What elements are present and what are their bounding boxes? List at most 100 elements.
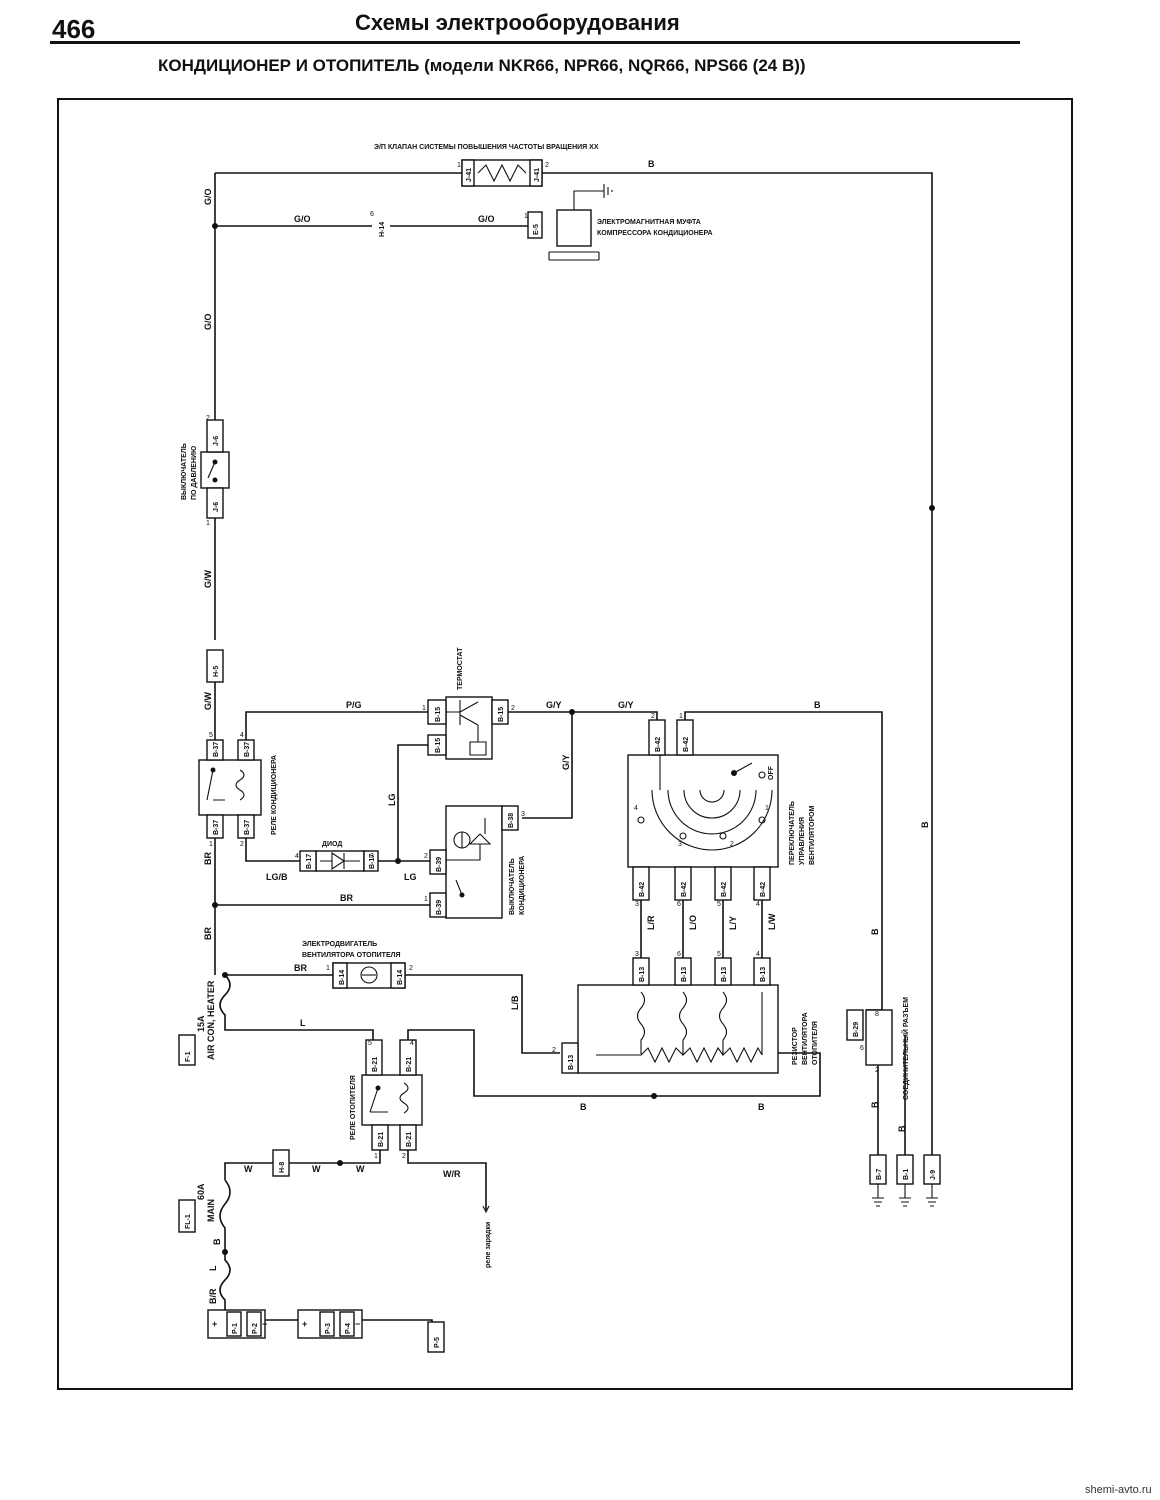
wire-ly: L/Y <box>728 916 738 930</box>
conn-e5: E-5 <box>533 224 540 235</box>
resistor-label-3: ОТОПИТЕЛЯ <box>812 1021 819 1065</box>
resistor-label-2: ВЕНТИЛЯТОРА <box>802 1012 809 1065</box>
conn-b13-c: B-13 <box>721 967 728 982</box>
wire-br-3: BR <box>203 927 213 940</box>
wire-b-5: B <box>580 1102 587 1112</box>
fan-switch-label-1: ПЕРЕКЛЮЧАТЕЛЬ <box>789 801 796 865</box>
charge-relay: реле зарядки <box>482 1205 492 1268</box>
wire-lo: L/O <box>688 915 698 930</box>
fuse-15a: 15A AIR CON, HEATER <box>178 980 216 1066</box>
conn-b42-d: B-42 <box>681 882 688 897</box>
header-rule <box>50 41 1020 44</box>
conn-b37-a: B-37 <box>213 742 220 757</box>
conn-j41-a: J-41 <box>466 168 473 182</box>
battery2-minus: − <box>355 1319 360 1329</box>
wire-b-3: B <box>920 821 930 828</box>
connector-h8-box <box>272 1149 290 1177</box>
pin-b37-4: 4 <box>240 732 244 739</box>
pin-b37-5: 5 <box>209 732 213 739</box>
conn-p2: P-2 <box>252 1323 259 1334</box>
conn-b15-c: B-15 <box>498 707 505 722</box>
wire-gy-2: G/Y <box>618 700 634 710</box>
battery1-minus: − <box>262 1319 267 1329</box>
pin-jc-8: 8 <box>875 1011 879 1018</box>
pin-h14-6: 6 <box>370 211 374 218</box>
fan-switch-label-2: УПРАВЛЕНИЯ <box>799 817 806 865</box>
site-watermark: shemi-avto.ru <box>1085 1484 1152 1496</box>
ground-connectors <box>869 1154 941 1185</box>
fan-switch-off-label: OFF <box>768 765 775 780</box>
conn-b21-a: B-21 <box>372 1057 379 1072</box>
pin-r-4: 4 <box>756 951 760 958</box>
pin-r-5: 5 <box>717 951 721 958</box>
conn-b39-b: B-39 <box>436 900 443 915</box>
fuse-60a-name: MAIN <box>206 1199 216 1222</box>
conn-b13-a: B-13 <box>639 967 646 982</box>
conn-f1: F-1 <box>185 1051 192 1062</box>
wire-lg-2: LG <box>404 872 417 882</box>
fuse-15a-name: AIR CON, HEATER <box>206 980 216 1060</box>
conn-h5: H-5 <box>213 666 220 677</box>
wire-go-1: G/O <box>203 188 213 205</box>
conn-j41-b: J-41 <box>534 168 541 182</box>
heater-relay-label: РЕЛЕ ОТОПИТЕЛЯ <box>350 1075 357 1140</box>
pin-w-5: 5 <box>717 901 721 908</box>
ac-relay: РЕЛЕ КОНДИЦИОНЕРА <box>198 739 278 839</box>
pin-b38-3: 3 <box>521 811 525 818</box>
conn-p1: P-1 <box>232 1323 239 1334</box>
pin-b17-4: 4 <box>295 853 299 860</box>
clutch-label-1: ЭЛЕКТРОМАГНИТНАЯ МУФТА <box>597 219 701 226</box>
fuse-60a-rating: 60A <box>196 1183 206 1200</box>
conn-b15-a: B-15 <box>435 707 442 722</box>
wire-lw: L/W <box>767 913 777 930</box>
motor-label-2: ВЕНТИЛЯТОРА ОТОПИТЕЛЯ <box>302 952 401 959</box>
wire-go-2: G/O <box>294 214 311 224</box>
wire-l-1: L <box>300 1018 306 1028</box>
pin-fs-1: 1 <box>765 805 769 812</box>
fan-switch: OFF ПЕРЕКЛЮЧАТЕЛЬ УПРАВЛЕНИЯ ВЕНТИЛЯТОРО… <box>627 719 816 901</box>
pressure-switch: ВЫКЛЮЧАТЕЛЬ ПО ДАВЛЕНИЮ <box>181 419 230 519</box>
pin-j41-1: 1 <box>457 162 461 169</box>
wire-br-batt: B/R <box>208 1288 218 1304</box>
wire-br-1: BR <box>203 852 213 865</box>
wire-b-9: B <box>212 1238 222 1245</box>
wire-w-1: W <box>244 1164 253 1174</box>
diode-label: ДИОД <box>322 841 342 848</box>
conn-b21-c: B-21 <box>378 1132 385 1147</box>
wire-go-3: G/O <box>478 214 495 224</box>
resistor-label-1: РЕЗИСТОР <box>792 1027 799 1065</box>
wire-lg-1: LG <box>387 794 397 807</box>
pin-b37-1: 1 <box>209 841 213 848</box>
wire-lr: L/R <box>646 915 656 930</box>
conn-b42-f: B-42 <box>760 882 767 897</box>
conn-b29: B-29 <box>853 1022 860 1037</box>
fan-resistor: РЕЗИСТОР ВЕНТИЛЯТОРА ОТОПИТЕЛЯ <box>561 957 819 1074</box>
pin-b21-5: 5 <box>368 1040 372 1047</box>
conn-p3: P-3 <box>325 1323 332 1334</box>
pin-b14-1: 1 <box>326 965 330 972</box>
pin-b15-2: 2 <box>511 705 515 712</box>
pin-j41-2: 2 <box>545 162 549 169</box>
conn-j9: J-9 <box>930 1170 937 1180</box>
conn-h8: H-8 <box>279 1162 286 1173</box>
junction-dots <box>212 223 935 1255</box>
pin-r-3: 3 <box>635 951 639 958</box>
conn-b37-b: B-37 <box>244 742 251 757</box>
pressure-switch-label-1: ВЫКЛЮЧАТЕЛЬ <box>181 443 188 500</box>
conn-b37-c: B-37 <box>213 820 220 835</box>
pin-b21-1: 1 <box>374 1153 378 1160</box>
compressor-clutch: ЭЛЕКТРОМАГНИТНАЯ МУФТА КОМПРЕССОРА КОНДИ… <box>527 190 713 261</box>
pin-jc-2: 2 <box>875 1067 879 1074</box>
conn-p5: P-5 <box>434 1337 441 1348</box>
clutch-label-2: КОМПРЕССОРА КОНДИЦИОНЕРА <box>597 230 713 237</box>
wire-gy-3: G/Y <box>561 754 571 770</box>
conn-b13-b: B-13 <box>681 967 688 982</box>
pin-b13-2: 2 <box>552 1047 556 1054</box>
wire-b-1: B <box>648 159 655 169</box>
pin-fs-2: 2 <box>730 841 734 848</box>
connector-h5-box <box>206 649 224 683</box>
wire-w-3: W <box>356 1164 365 1174</box>
pin-j6-2: 2 <box>206 415 210 422</box>
conn-b21-d: B-21 <box>406 1132 413 1147</box>
